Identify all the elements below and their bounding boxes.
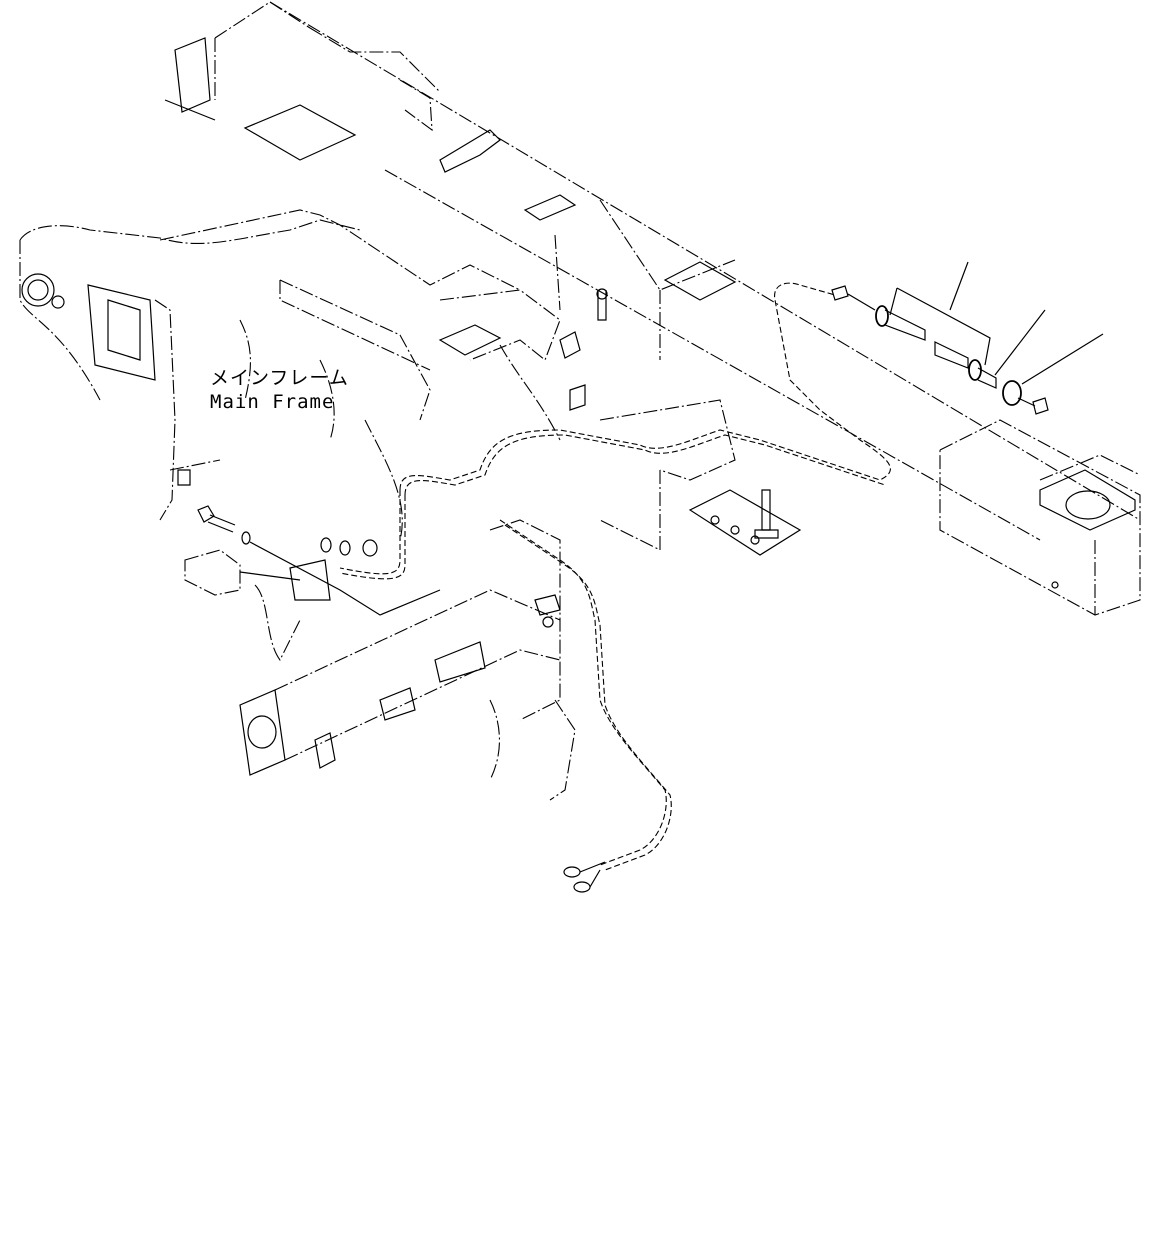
callout-leader-3 <box>1021 333 1104 385</box>
bracket-hardware <box>184 505 441 662</box>
rear-frame-beam <box>164 1 1141 541</box>
main-frame-label: メインフレーム Main Frame <box>210 366 349 414</box>
wire-harness <box>339 282 891 893</box>
harness-connector-assembly <box>831 285 1049 415</box>
callout-leader-2 <box>994 309 1046 376</box>
rear-beam-right-end <box>939 419 1141 616</box>
front-frame-extension <box>239 519 576 801</box>
center-frame <box>439 289 802 556</box>
main-frame-body <box>19 209 521 541</box>
main-frame-label-en: Main Frame <box>210 391 335 413</box>
callout-leader-1 <box>949 261 969 311</box>
callout-leaders <box>949 261 1104 385</box>
main-frame-label-jp: メインフレーム <box>210 367 349 389</box>
